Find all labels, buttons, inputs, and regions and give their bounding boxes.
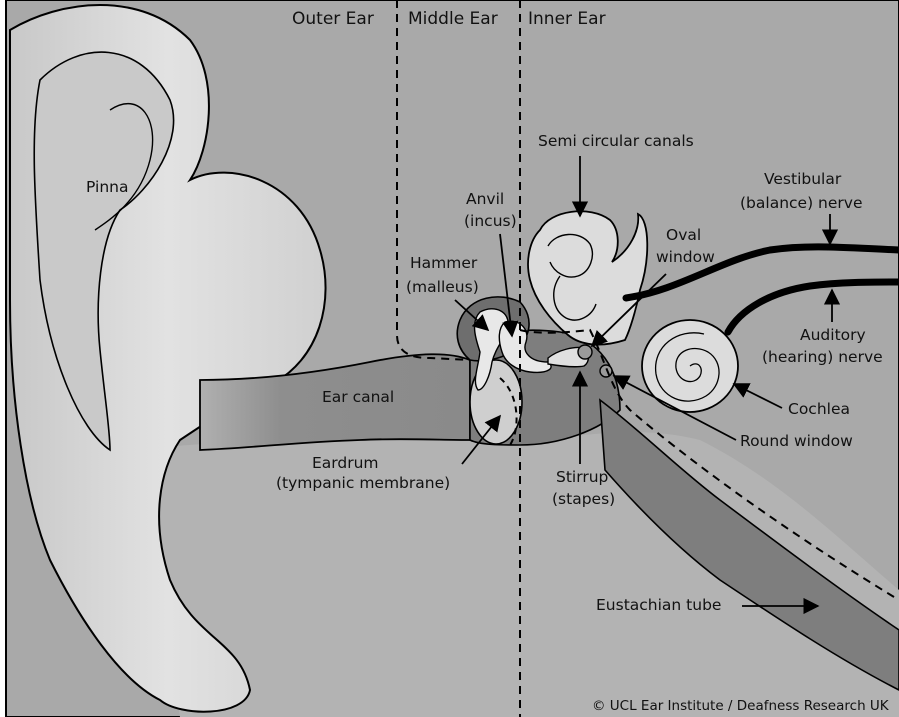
copyright-credit: © UCL Ear Institute / Deafness Research … xyxy=(592,698,890,714)
section-middle-ear: Middle Ear xyxy=(408,9,498,29)
label-eardrum-line2: (tympanic membrane) xyxy=(276,474,450,492)
label-vestibular-line2: (balance) nerve xyxy=(740,194,863,212)
label-pinna: Pinna xyxy=(86,178,128,196)
label-auditory-line1: Auditory xyxy=(800,326,866,344)
label-oval-line2: window xyxy=(656,248,715,266)
label-hammer-line1: Hammer xyxy=(410,254,478,272)
label-ear-canal: Ear canal xyxy=(322,388,394,406)
label-semicircular-canals: Semi circular canals xyxy=(538,132,694,150)
label-stirrup-line2: (stapes) xyxy=(552,490,615,508)
label-oval-line1: Oval xyxy=(666,226,701,244)
label-hammer-line2: (malleus) xyxy=(406,278,479,296)
section-inner-ear: Inner Ear xyxy=(528,9,606,29)
label-round-window: Round window xyxy=(740,432,853,450)
label-anvil-line1: Anvil xyxy=(466,190,504,208)
label-stirrup-line1: Stirrup xyxy=(556,468,608,486)
oval-window xyxy=(578,345,592,359)
label-vestibular-line1: Vestibular xyxy=(764,170,842,188)
label-anvil-line2: (incus) xyxy=(464,212,517,230)
label-cochlea: Cochlea xyxy=(788,400,850,418)
section-outer-ear: Outer Ear xyxy=(292,9,374,29)
label-auditory-line2: (hearing) nerve xyxy=(762,348,883,366)
label-eustachian-tube: Eustachian tube xyxy=(596,596,721,614)
label-eardrum-line1: Eardrum xyxy=(312,454,379,472)
